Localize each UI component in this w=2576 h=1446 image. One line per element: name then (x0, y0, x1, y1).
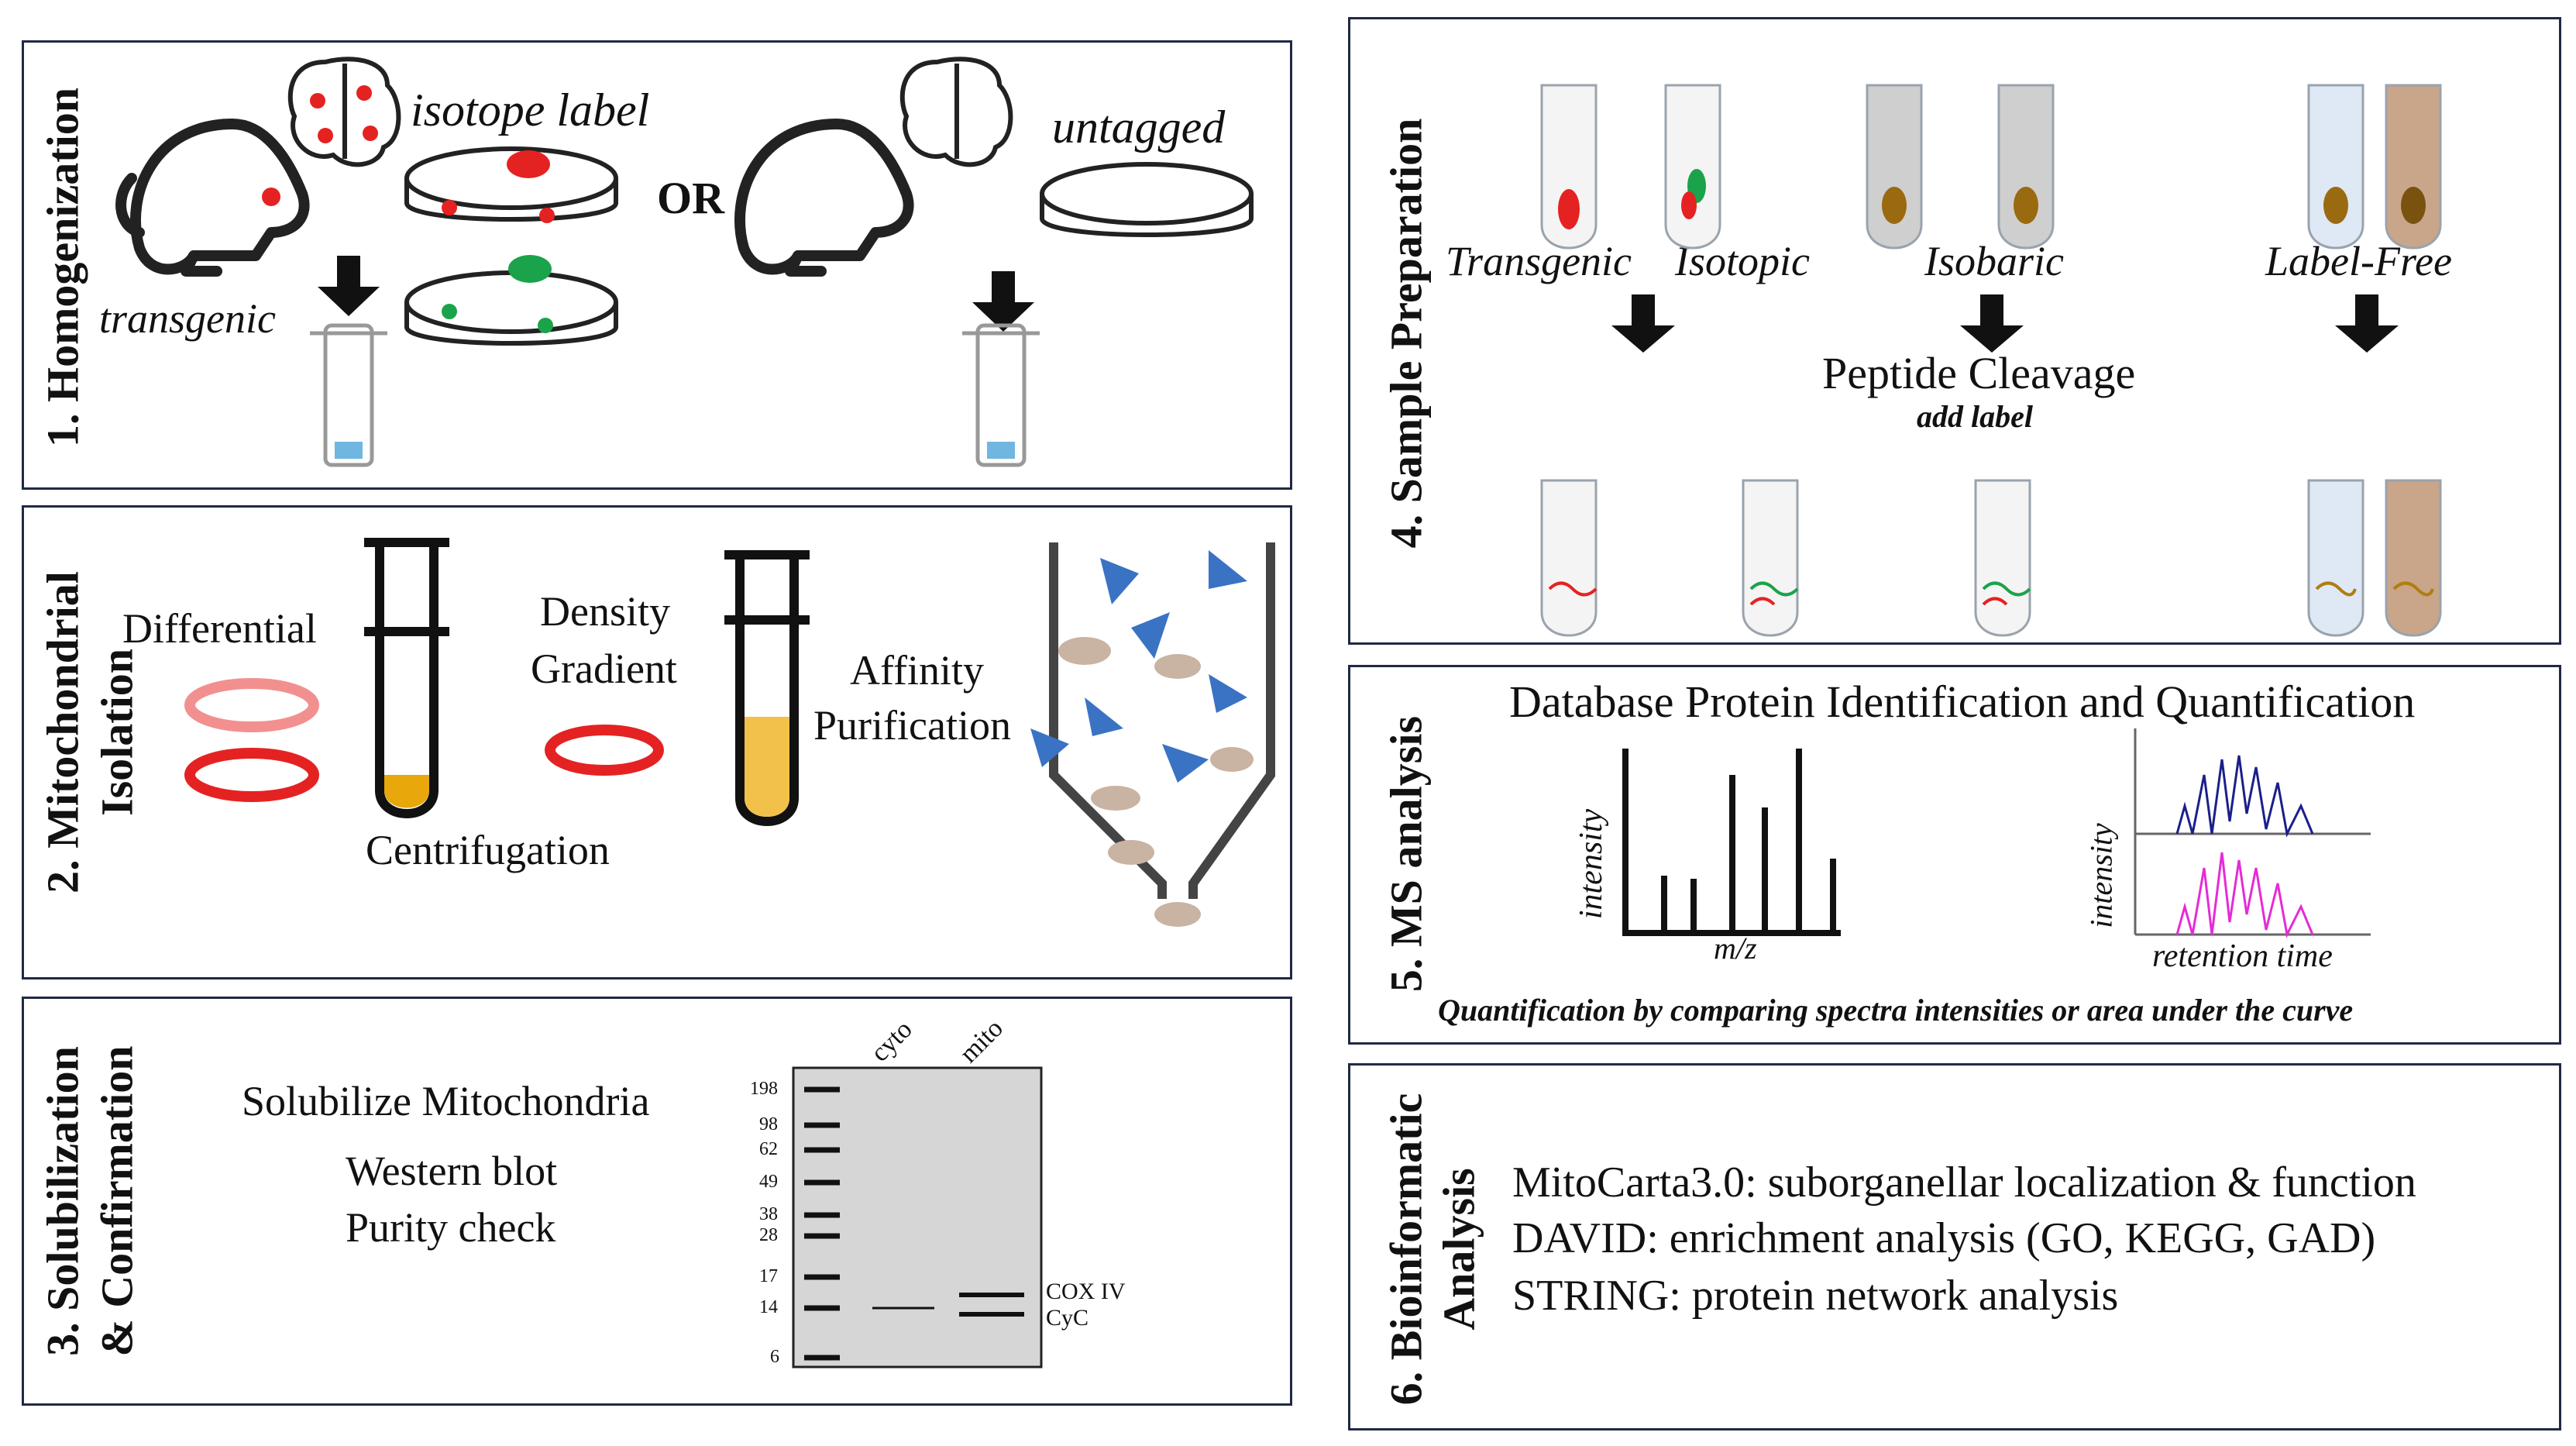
bioinfo-line-string: STRING: protein network analysis (1512, 1272, 2119, 1320)
panel-mito-isolation (22, 505, 1292, 979)
panel-title-line1: 2. Mitochondrial (37, 571, 88, 893)
bioinfo-line-mitocarta: MitoCarta3.0: suborganellar localization… (1512, 1159, 2416, 1207)
marker-98: 98 (759, 1114, 778, 1134)
panel-title: 4. Sample Preparation (1381, 118, 1432, 549)
panel-title: 1. Homogenization (37, 88, 88, 447)
ms-footer: Quantification by comparing spectra inte… (1438, 993, 2354, 1028)
label-gradient: Gradient (531, 646, 677, 692)
marker-198: 198 (750, 1079, 778, 1099)
panel-title-line1: 6. Bioinformatic (1381, 1093, 1432, 1406)
label-labelfree: Label-Free (2265, 238, 2452, 284)
axis-label-intensity: intensity (1573, 808, 1609, 920)
ms-heading: Database Protein Identification and Quan… (1509, 677, 2416, 727)
panel-title-line2: Analysis (1433, 1168, 1484, 1331)
panel-solubilization (22, 997, 1292, 1406)
marker-49: 49 (759, 1172, 778, 1192)
panel-title-line2: Isolation (91, 649, 143, 816)
marker-28: 28 (759, 1225, 778, 1245)
label-affinity: Affinity (850, 647, 984, 694)
label-addlabel: add label (1917, 399, 2033, 434)
marker-14: 14 (759, 1297, 778, 1317)
panel-title: 5. MS analysis (1381, 715, 1432, 993)
marker-17: 17 (759, 1266, 778, 1286)
band-label-cyc: CyC (1046, 1305, 1089, 1331)
axis-label-mz: m/z (1714, 931, 1757, 966)
marker-38: 38 (759, 1204, 778, 1224)
label-purification: Purification (813, 702, 1011, 749)
panel-title-line1: 3. Solubilization (37, 1046, 88, 1356)
panel-title-line2: & Confirmation (91, 1045, 143, 1357)
label-isobaric: Isobaric (1924, 238, 2064, 284)
label-transgenic: transgenic (99, 295, 276, 342)
marker-6: 6 (770, 1347, 779, 1367)
label-cleavage: Peptide Cleavage (1822, 348, 2136, 398)
label-centrifugation: Centrifugation (366, 827, 610, 873)
label-isotopic: Isotopic (1675, 238, 1810, 284)
marker-62: 62 (759, 1139, 778, 1159)
label-isotope: isotope label (411, 84, 650, 136)
label-differential: Differential (122, 605, 317, 652)
label-density: Density (540, 588, 670, 635)
axis-label-retention: retention time (2152, 938, 2333, 974)
panel-sample-prep (1348, 17, 2561, 645)
label-purity: Purity check (346, 1204, 556, 1251)
label-western: Western blot (346, 1148, 558, 1194)
label-untagged: untagged (1052, 102, 1226, 153)
bioinfo-line-david: DAVID: enrichment analysis (GO, KEGG, GA… (1512, 1214, 2376, 1262)
label-solubilize: Solubilize Mitochondria (242, 1078, 650, 1124)
band-label-cox: COX IV (1046, 1279, 1126, 1304)
panel-ms-analysis (1348, 665, 2561, 1045)
label-transgenic: Transgenic (1446, 238, 1632, 284)
panel-bioinformatic (1348, 1063, 2561, 1431)
axis-label-intensity-2: intensity (2083, 823, 2119, 928)
label-or: OR (657, 173, 724, 223)
